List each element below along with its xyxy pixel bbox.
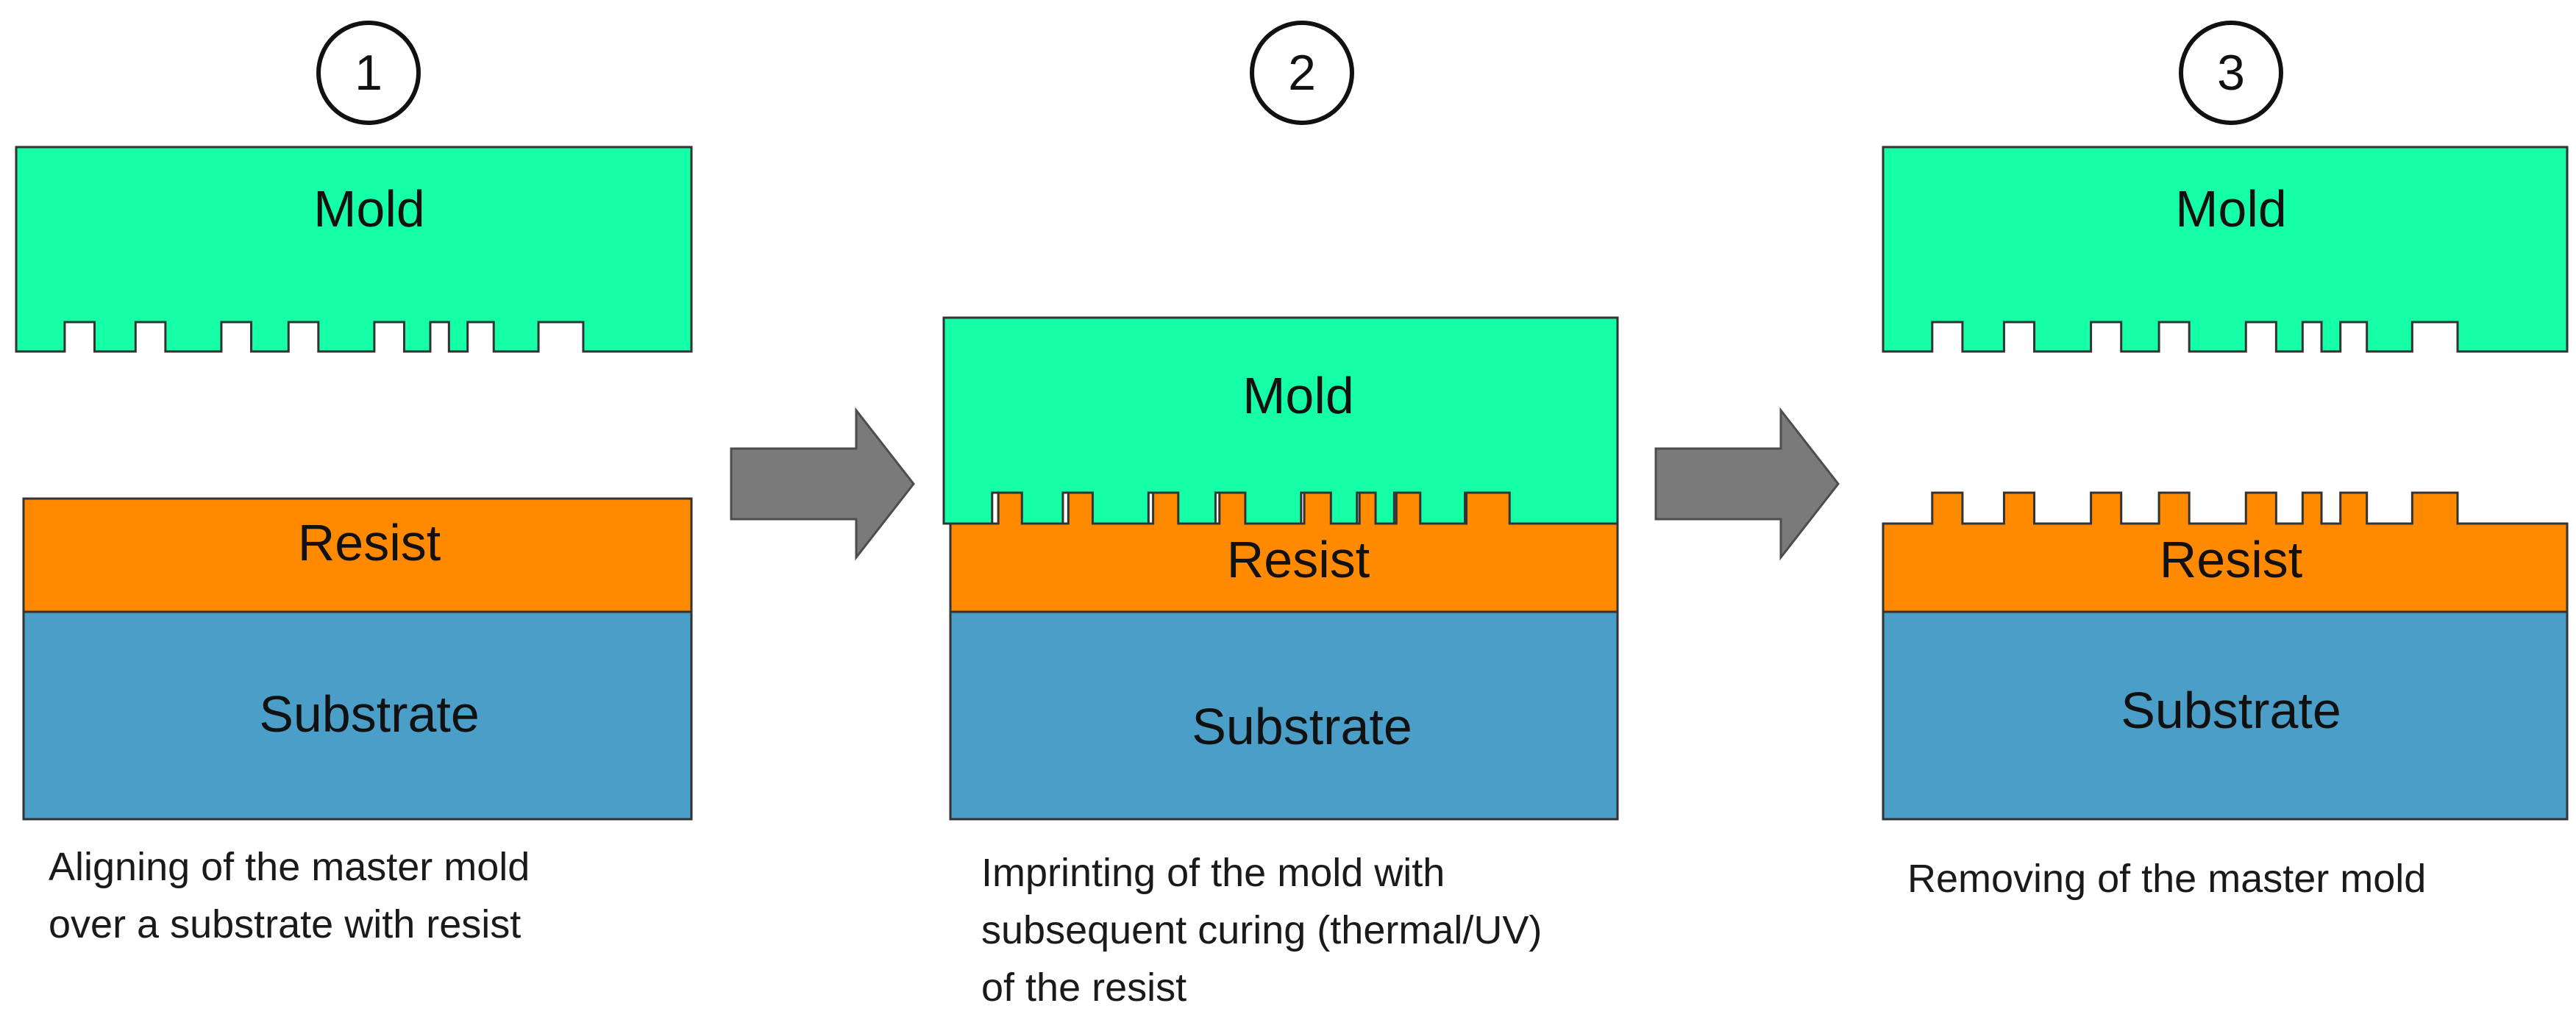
step-1-substrate-label: Substrate: [259, 685, 480, 743]
step-2-number: 2: [1288, 45, 1316, 101]
step-1-number: 1: [355, 45, 383, 101]
step-1-mold: [15, 146, 693, 353]
step-3-substrate-label: Substrate: [2121, 682, 2341, 739]
step-1-badge: 1: [316, 21, 421, 125]
step-2-caption-line-2: subsequent curing (thermal/UV): [981, 908, 1543, 952]
step-1-caption-line-1: Aligning of the master mold: [49, 845, 530, 889]
step-1-substrate: [22, 610, 693, 821]
step-2-substrate: [949, 610, 1619, 821]
step-2-caption-line-1: Imprinting of the mold with: [981, 851, 1445, 895]
step-2-mold-label: Mold: [1242, 367, 1354, 424]
step-3-badge: 3: [2179, 21, 2283, 125]
step-2-mold: [942, 316, 1619, 525]
right-arrow-icon: [1654, 407, 1840, 561]
step-3-resist-label: Resist: [2160, 531, 2302, 588]
right-arrow-icon: [730, 407, 915, 561]
step-3-mold: [1882, 146, 2569, 353]
step-2-caption: Imprinting of the mold with subsequent c…: [981, 844, 1596, 1016]
step-1-mold-label: Mold: [313, 180, 425, 238]
step-3-caption-line-1: Removing of the master mold: [1907, 857, 2427, 901]
step-3-caption: Removing of the master mold: [1907, 850, 2540, 907]
step-2-caption-line-3: of the resist: [981, 966, 1187, 1010]
step-2-resist: [949, 491, 1619, 613]
step-3-resist: [1882, 491, 2569, 613]
step-1-resist: [22, 497, 693, 613]
step-3-number: 3: [2217, 45, 2245, 101]
step-1-caption: Aligning of the master mold over a subst…: [49, 838, 663, 953]
step-1-resist-label: Resist: [298, 514, 441, 571]
step-2-badge: 2: [1250, 21, 1354, 125]
step-3-substrate: [1882, 610, 2569, 821]
step-2-resist-label: Resist: [1227, 531, 1370, 588]
step-3-mold-label: Mold: [2175, 180, 2287, 238]
step-1-caption-line-2: over a substrate with resist: [49, 902, 522, 946]
step-2-substrate-label: Substrate: [1192, 698, 1412, 755]
